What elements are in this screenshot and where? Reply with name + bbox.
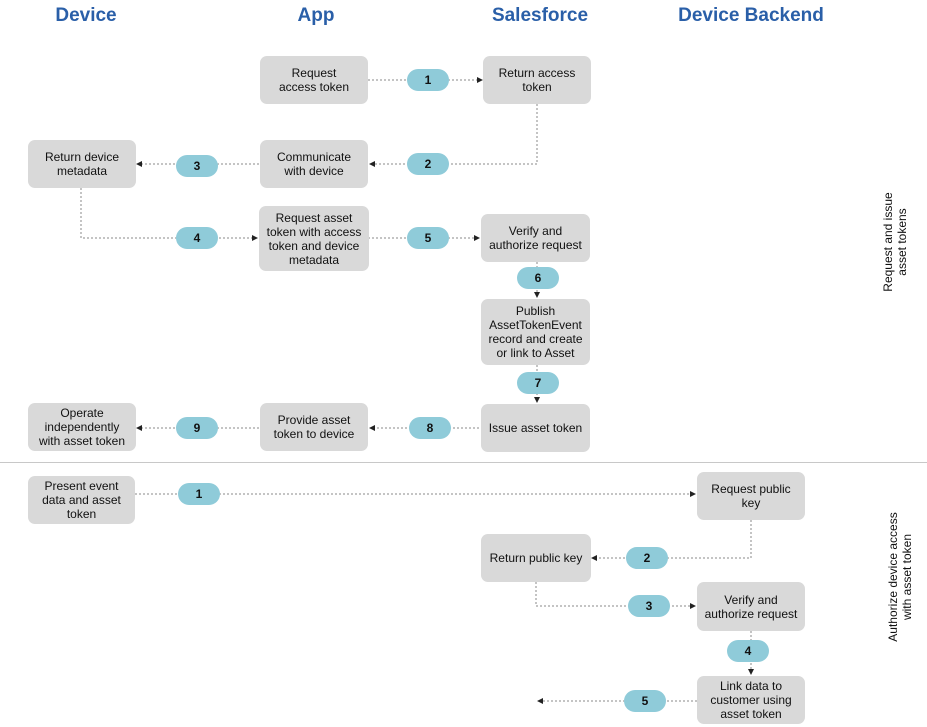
header-salesforce: Salesforce <box>491 5 589 26</box>
section-label-request-issue: Request and issue asset tokens <box>881 182 911 302</box>
box-request-asset-token: Request asset token with access token an… <box>259 206 369 271</box>
step-pill-s2-5: 5 <box>624 690 666 712</box>
step-pill-9: 9 <box>176 417 218 439</box>
connector-2 <box>369 104 538 167</box>
section-label-line: asset tokens <box>895 208 909 276</box>
box-operate-independently: Operate independently with asset token <box>28 403 136 451</box>
box-issue-asset-token: Issue asset token <box>481 404 590 452</box>
box-label: Link data to customer using asset token <box>710 679 792 721</box>
step-pill-4: 4 <box>176 227 218 249</box>
box-label: Return device metadata <box>44 150 120 178</box>
box-label: Verify and authorize request <box>489 224 582 252</box>
box-label: Return public key <box>489 551 583 565</box>
step-pill-7: 7 <box>517 372 559 394</box>
box-label: Communicate with device <box>276 150 352 178</box>
box-request-public-key: Request public key <box>697 472 805 520</box>
box-communicate-with-device: Communicate with device <box>260 140 368 188</box>
section-label-line: Request and issue <box>881 192 895 292</box>
box-label: Publish AssetTokenEvent record and creat… <box>488 304 583 360</box>
step-pill-5: 5 <box>407 227 449 249</box>
header-app: App <box>297 5 335 26</box>
box-label: Issue asset token <box>488 421 583 435</box>
box-label: Verify and authorize request <box>704 592 798 621</box>
box-present-event-data: Present event data and asset token <box>28 476 135 524</box>
box-return-device-metadata: Return device metadata <box>28 140 136 188</box>
box-label: Provide asset token to device <box>273 413 355 441</box>
box-provide-asset-token: Provide asset token to device <box>260 403 368 451</box>
header-device-backend: Device Backend <box>678 5 824 26</box>
step-pill-8: 8 <box>409 417 451 439</box>
box-label: Request public key <box>711 482 791 510</box>
section-divider <box>0 462 927 463</box>
connector-s2-2 <box>591 520 752 561</box>
connector-4 <box>80 188 258 241</box>
connector-s2-3 <box>535 582 696 609</box>
header-device: Device <box>55 5 117 26</box>
section-label-line: Authorize device access <box>886 512 900 642</box>
step-pill-3: 3 <box>176 155 218 177</box>
box-return-access-token: Return access token <box>483 56 591 104</box>
box-label: Request asset token with access token an… <box>266 210 362 267</box>
step-pill-6: 6 <box>517 267 559 289</box>
step-pill-s2-4: 4 <box>727 640 769 662</box>
step-pill-s2-2: 2 <box>626 547 668 569</box>
box-label: Operate independently with asset token <box>38 406 126 448</box>
box-request-access-token: Request access token <box>260 56 368 104</box>
box-publish-asset-token-event: Publish AssetTokenEvent record and creat… <box>481 299 590 365</box>
step-pill-1: 1 <box>407 69 449 91</box>
step-pill-2: 2 <box>407 153 449 175</box>
section-label-line: with asset token <box>900 533 914 621</box>
step-pill-s2-1: 1 <box>178 483 220 505</box>
box-verify-authorize-backend: Verify and authorize request <box>697 582 805 631</box>
box-label: Return access token <box>498 66 576 94</box>
box-label: Present event data and asset token <box>42 479 121 521</box>
box-link-data-to-customer: Link data to customer using asset token <box>697 676 805 724</box>
step-pill-s2-3: 3 <box>628 595 670 617</box>
box-return-public-key: Return public key <box>481 534 591 582</box>
section-label-authorize-access: Authorize device access with asset token <box>886 502 916 652</box>
box-verify-authorize: Verify and authorize request <box>481 214 590 262</box>
box-label: Request access token <box>278 66 350 94</box>
